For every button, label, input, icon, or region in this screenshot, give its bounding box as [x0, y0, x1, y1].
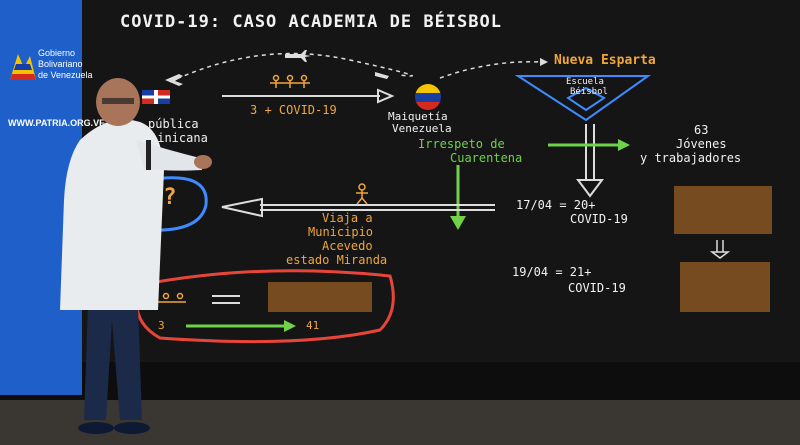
label-beisbol: Béisbol	[570, 87, 608, 97]
label-date2: 19/04 = 21+	[512, 265, 592, 279]
label-miranda: estado Miranda	[286, 253, 388, 267]
banner-bolivariano: Bolivariano	[38, 59, 83, 69]
label-date1: 17/04 = 20+	[516, 198, 596, 212]
label-63: 63	[694, 123, 709, 137]
venezuela-flag-icon	[415, 84, 441, 110]
label-acevedo: Acevedo	[322, 239, 373, 253]
banner-gobierno: Gobierno	[38, 48, 76, 58]
label-cuarentena: Cuarentena	[450, 151, 523, 165]
label-count-start: 3	[158, 319, 165, 332]
label-viaja: Viaja a	[322, 211, 373, 225]
presenter-figure	[60, 78, 212, 434]
label-maiquetia: Maiquetía	[388, 110, 448, 123]
label-3-covid: 3 + COVID-19	[250, 103, 337, 117]
board-title: COVID-19: CASO ACADEMIA DE BÉISBOL	[120, 12, 502, 32]
banner-venezuela: de Venezuela	[38, 70, 93, 80]
government-logo-icon	[10, 54, 36, 80]
label-republica: pública	[148, 117, 199, 131]
label-nueva-esparta: Nueva Esparta	[554, 53, 656, 68]
crowd-grid-2	[680, 262, 770, 312]
plane-icon	[285, 50, 311, 62]
label-municipio: Municipio	[308, 225, 374, 239]
plane-icon	[375, 72, 389, 79]
label-date2-covid: COVID-19	[568, 281, 626, 295]
dominican-flag-icon	[142, 90, 170, 104]
baseball-field-icon	[514, 75, 652, 122]
plane-icon	[165, 74, 183, 86]
label-date1-covid: COVID-19	[570, 212, 628, 226]
label-venezuela: Venezuela	[392, 122, 452, 135]
label-jovenes: Jóvenes	[676, 137, 727, 151]
label-trabajadores: y trabajadores	[640, 151, 742, 165]
crowd-grid-1	[674, 186, 772, 234]
label-count-end: 41	[306, 319, 320, 332]
label-irrespeto: Irrespeto de	[418, 137, 505, 151]
label-escuela: Escuela	[566, 77, 604, 87]
banner-url: WWW.PATRIA.ORG.VE	[8, 118, 106, 128]
label-dominicana: -inicana	[150, 131, 208, 145]
